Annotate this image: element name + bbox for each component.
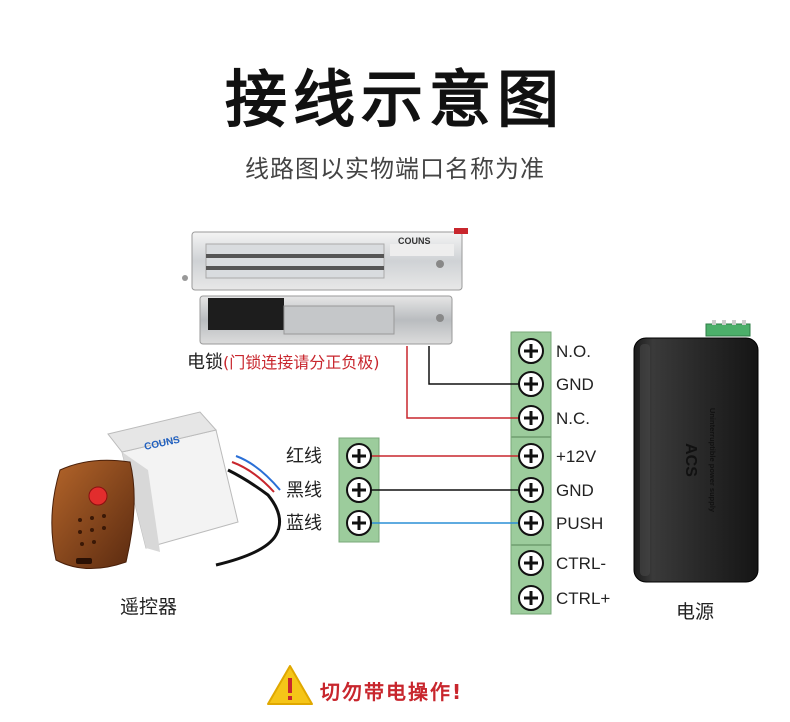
- remote-receiver-image: [107, 411, 282, 567]
- remote-screws: [346, 443, 372, 536]
- page-subtitle: 线路图以实物端口名称为准: [245, 155, 545, 183]
- remote-fob-image: [51, 459, 135, 570]
- terminal-label-push: PUSH: [556, 514, 604, 533]
- lock-label-text: 电锁: [187, 352, 223, 373]
- wire-label-black: 黑线: [286, 480, 322, 501]
- terminal-label-no: N.O.: [556, 342, 591, 361]
- terminal-label-ctrl-minus: CTRL-: [556, 554, 607, 573]
- screw-icon: [518, 338, 544, 364]
- screw-icon: [346, 443, 372, 469]
- screw-icon: [518, 443, 544, 469]
- warning-text: 切勿带电操作!: [320, 680, 464, 704]
- power-supply-image: [633, 320, 759, 583]
- lock-black-wire: [428, 346, 531, 385]
- lock-brand-text: COUNS: [398, 236, 431, 246]
- magnetic-lock-image: [182, 228, 468, 345]
- terminal-label-ctrl-plus: CTRL+: [556, 589, 611, 608]
- lock-polarity-note: (门锁连接请分正负极): [223, 353, 380, 372]
- terminal-label-gnd: GND: [556, 375, 594, 394]
- psu-brand-text: ACS: [682, 443, 699, 477]
- lock-red-wire: [406, 346, 531, 419]
- screw-icon: [346, 510, 372, 536]
- screw-icon: [518, 371, 544, 397]
- screw-icon: [518, 405, 544, 431]
- power-label: 电源: [676, 601, 715, 623]
- lock-label: 电锁(门锁连接请分正负极): [187, 352, 380, 374]
- wires: [359, 346, 531, 524]
- psu-caption-text: Uninterruptible power supply: [708, 408, 717, 513]
- wire-label-red: 红线: [286, 446, 322, 467]
- screw-icon: [518, 477, 544, 503]
- terminal-label-nc: N.C.: [556, 409, 590, 428]
- psu-screws: [518, 338, 544, 611]
- terminal-label-12v: +12V: [556, 447, 597, 466]
- page-title: 接线示意图: [224, 63, 565, 136]
- screw-icon: [518, 510, 544, 536]
- screw-icon: [346, 477, 372, 503]
- remote-label: 遥控器: [120, 596, 178, 618]
- screw-icon: [518, 585, 544, 611]
- warning-triangle-icon: [267, 665, 313, 705]
- wire-label-blue: 蓝线: [286, 513, 322, 534]
- screw-icon: [518, 550, 544, 576]
- terminal-label-gnd-2: GND: [556, 481, 594, 500]
